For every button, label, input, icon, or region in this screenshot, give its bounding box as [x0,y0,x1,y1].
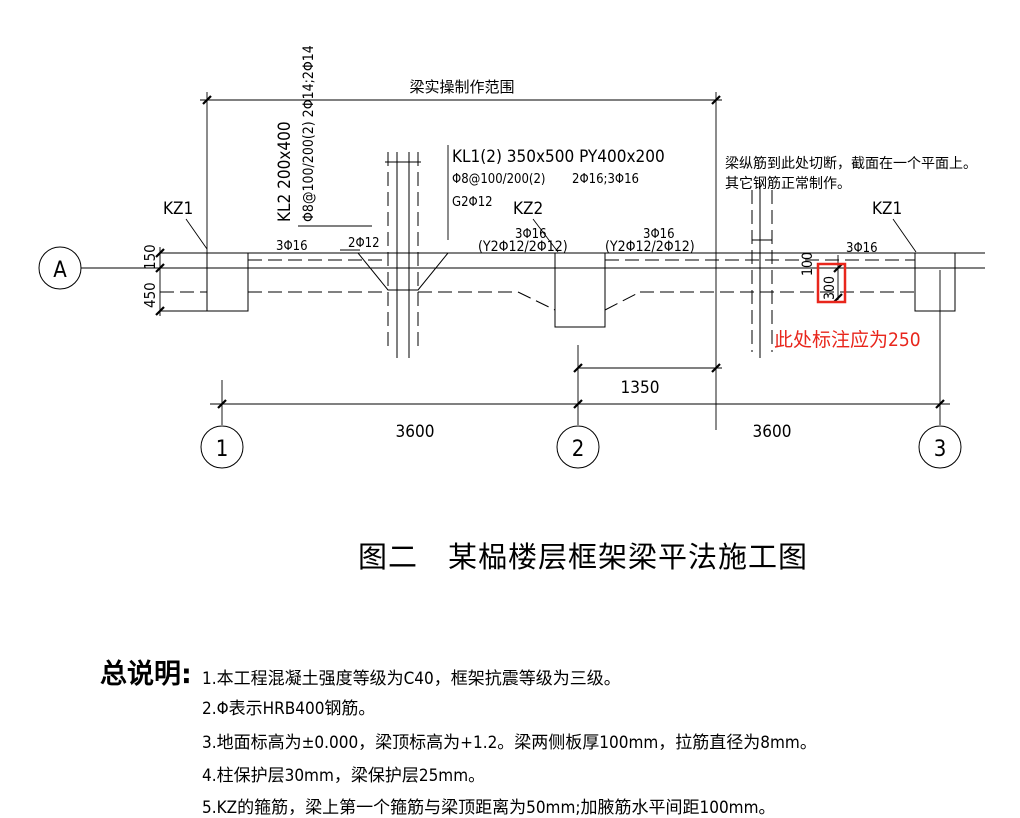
bar-3d16-left: 3Φ16 [276,239,308,254]
bar-3d16-right: 3Φ16 [846,241,878,256]
column-kz2 [554,252,606,328]
dim-100: 100 [800,252,816,276]
figure-number: 图二 [358,540,419,574]
haunch-right: (Y2Φ12/2Φ12) [605,239,695,255]
kz1-left-leader [185,218,208,250]
note-item: 2.Φ表示HRB400钢筋。 [202,699,376,719]
cut-note-line-1: 梁纵筋到此处切断，截面在一个平面上。 [725,155,977,172]
dim-300-tick [833,263,843,273]
span-2-dim: 3600 [753,422,792,442]
kz2-label: KZ2 [513,199,543,219]
kz1-right-leader [892,218,917,253]
kl2-title: KL2 200x400 [275,121,295,222]
note-item: 1.本工程混凝土强度等级为C40，框架抗震等级为三级。 [202,669,621,689]
beam-bottom-dashed [160,291,915,311]
kl1-side-bars: G2Φ12 [452,195,493,210]
bar-3d16-mid: 3Φ16 [643,227,675,242]
dim-450: 450 [141,282,159,308]
annotation-box [816,262,847,304]
bar-3d16-kz2: 3Φ16 [515,227,547,242]
axis-a-marker: A [38,246,985,290]
column-kz1-right [914,252,956,312]
figure-title: 图二某榀楼层框架梁平法施工图 [358,534,808,576]
axis-2-marker: 2 [556,425,600,469]
axis-1-label: 1 [216,437,229,462]
grid-lines [210,270,950,425]
dim-300: 300 [822,276,838,300]
axis-3-label: 3 [934,437,947,462]
kz1-left-label: KZ1 [163,199,193,219]
note-item: 3.地面标高为±0.000，梁顶标高为+1.2。梁两侧板厚100mm，拉筋直径为… [202,733,817,753]
beam-plan-drawing: A [38,45,985,469]
dim-1350: 1350 [621,378,660,398]
dim-1350-line [573,363,722,373]
range-label: 梁实操制作范围 [409,78,514,96]
secondary-beam-kl2 [325,152,480,358]
axis-a-label: A [53,258,67,283]
bar-2d12: 2Φ12 [348,236,380,251]
cut-note-line-2: 其它钢筋正常制作。 [725,175,851,192]
kl1-stirrup: Φ8@100/200(2) [452,172,546,187]
kl2-stirrup: Φ8@100/200(2) 2Φ14;2Φ14 [301,45,317,222]
column-kz1-left [206,252,249,312]
axis-2-label: 2 [572,437,585,462]
kz1-right-label: KZ1 [872,199,902,219]
kl1-top-bars: 2Φ16;3Φ16 [572,172,639,187]
note-item: 5.KZ的箍筋，梁上第一个箍筋与梁顶距离为50mm;加腋筋水平间距100mm。 [202,798,776,818]
dim-150: 150 [141,244,159,270]
cut-section [751,182,773,358]
note-item: 4.柱保护层30mm，梁保护层25mm。 [202,766,486,786]
axis-1-marker: 1 [200,425,244,469]
kl1-title: KL1(2) 350x500 PY400x200 [452,147,665,167]
annotation-text: 此处标注应为250 [774,329,921,351]
haunch-left: (Y2Φ12/2Φ12) [478,239,568,255]
notes-label: 总说明: [100,659,192,690]
range-dimension: 梁实操制作范围 [200,78,722,430]
kz2-leader [532,218,559,253]
span-1-dim: 3600 [396,422,435,442]
figure-title-text: 某榀楼层框架梁平法施工图 [448,540,809,574]
dim-300-tick-2 [833,293,843,303]
left-section-dims [155,247,207,316]
axis-3-marker: 3 [918,425,962,469]
